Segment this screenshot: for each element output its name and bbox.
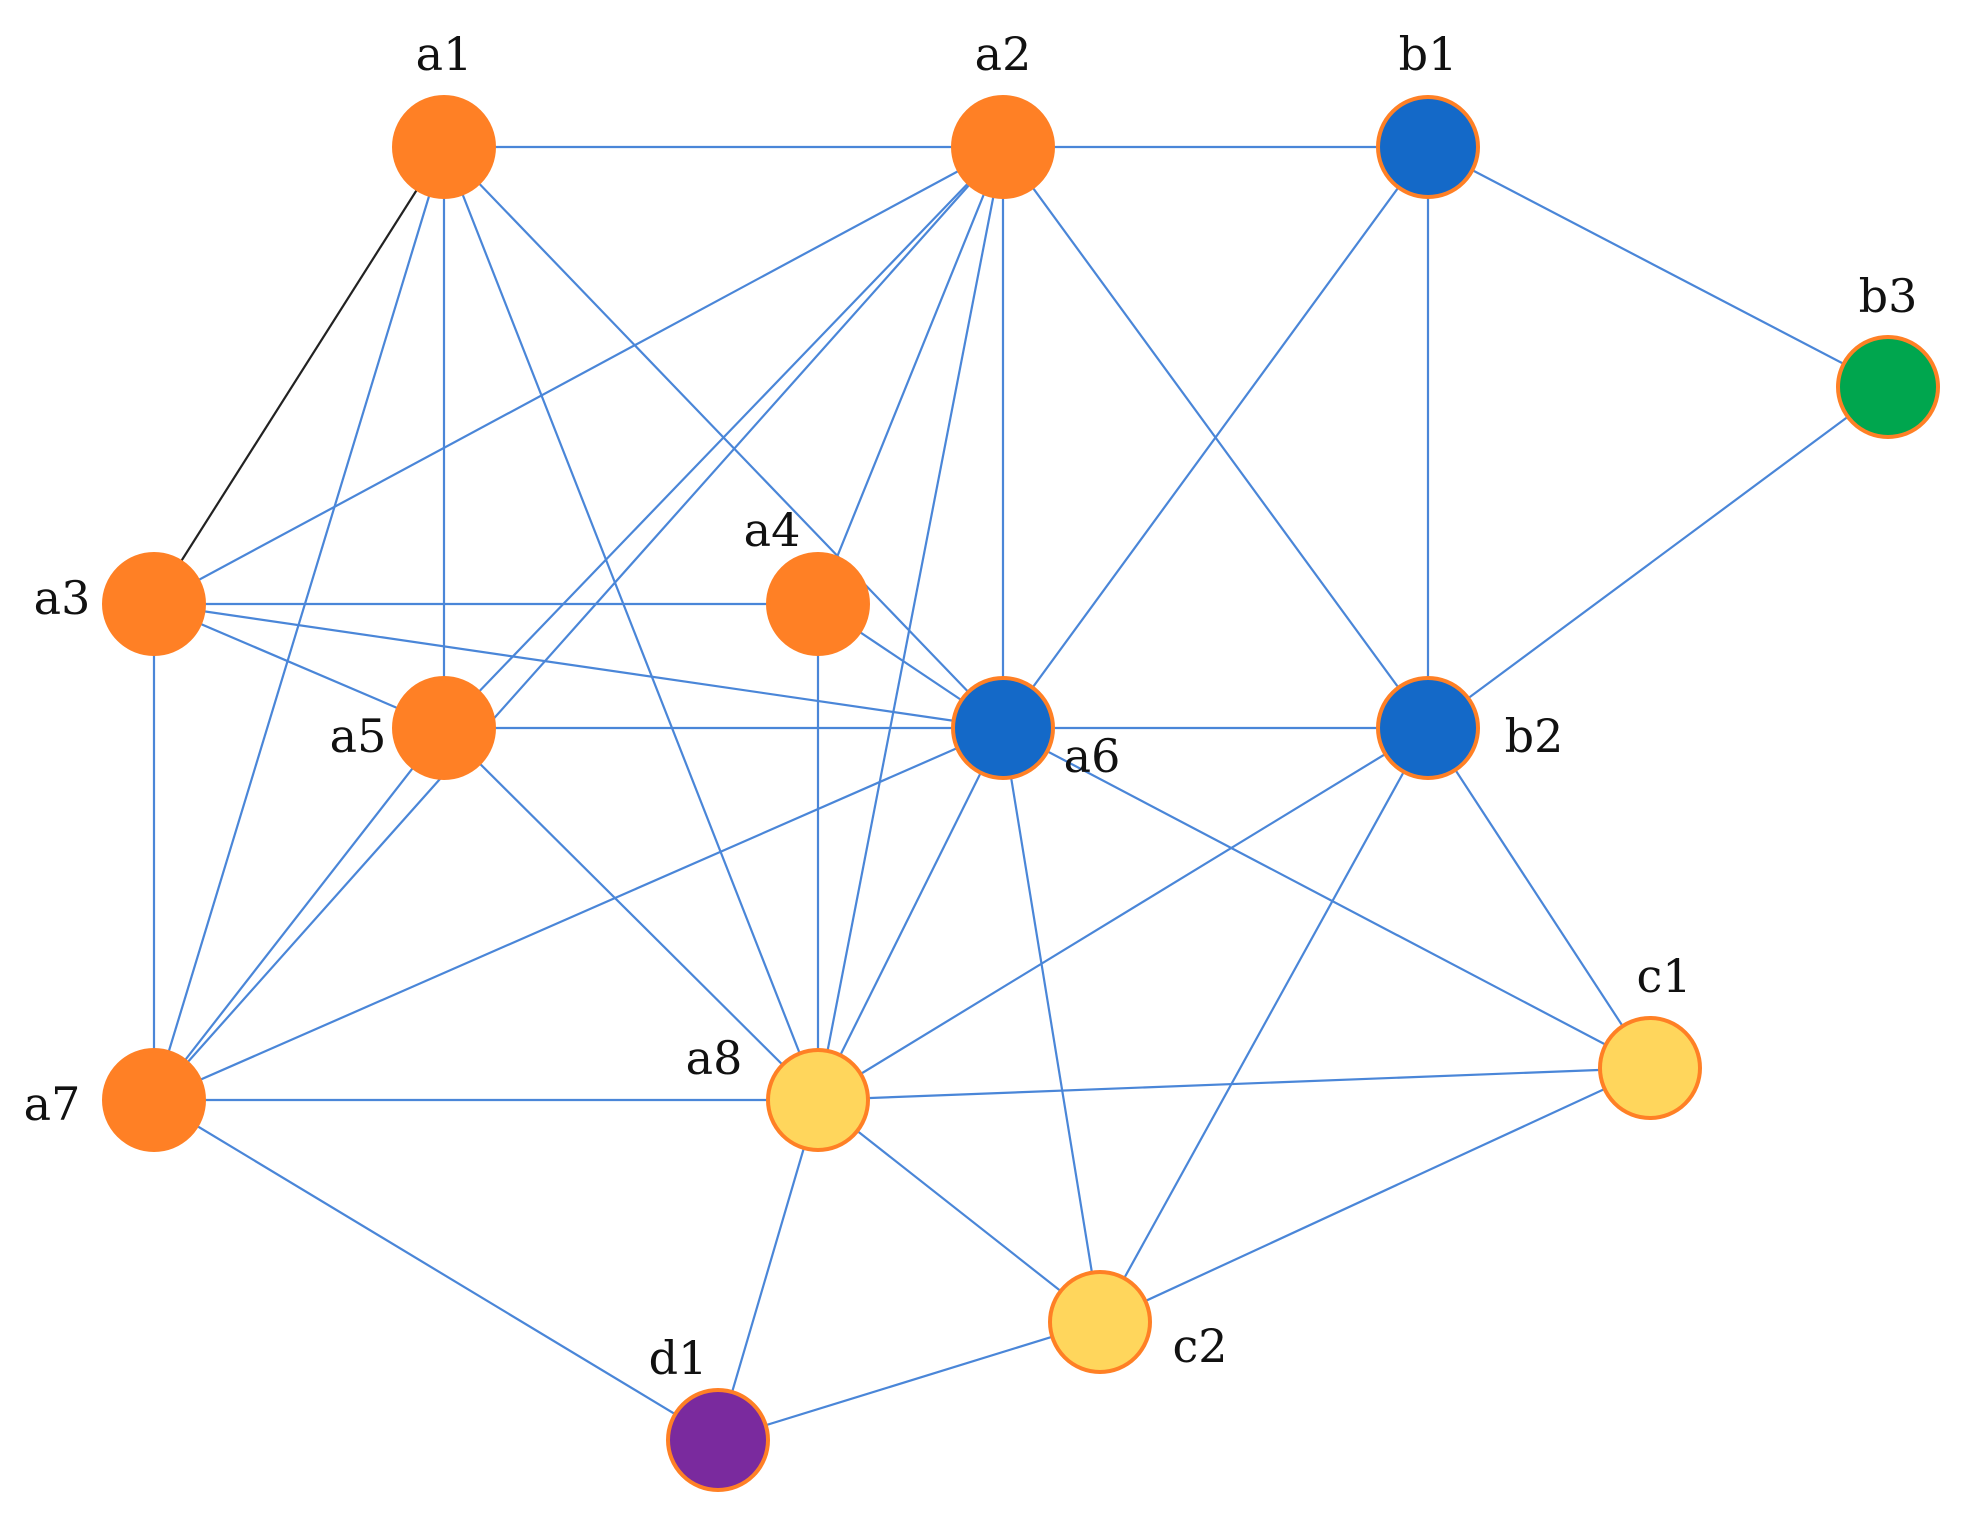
edge-a1-a3 — [153, 146, 445, 605]
node-label-a5: a5 — [330, 709, 387, 763]
node-a4 — [766, 552, 870, 656]
node-label-d1: d1 — [649, 1331, 708, 1385]
edge-b2-c2 — [1099, 727, 1429, 1323]
edge-c1-c2 — [1099, 1067, 1651, 1323]
node-a7 — [102, 1048, 206, 1152]
node-label-a8: a8 — [686, 1031, 743, 1085]
edge-a5-a7 — [153, 727, 445, 1101]
node-b2 — [1376, 676, 1480, 780]
edge-a6-a7 — [153, 726, 1004, 1102]
edge-a6-c2 — [1001, 727, 1102, 1323]
edge-b3-b2 — [1427, 386, 1889, 729]
node-a8 — [766, 1048, 870, 1152]
edge-c2-d1 — [717, 1320, 1101, 1442]
node-label-c2: c2 — [1172, 1319, 1227, 1373]
node-label-a7: a7 — [24, 1077, 81, 1131]
edge-a2-b2 — [1002, 146, 1429, 729]
node-label-a3: a3 — [34, 571, 91, 625]
node-label-c1: c1 — [1636, 949, 1691, 1003]
node-a2 — [951, 95, 1055, 199]
nodes-layer — [102, 95, 1940, 1492]
edge-a2-a8 — [816, 146, 1005, 1101]
edge-a2-a4 — [816, 146, 1005, 605]
node-label-a1: a1 — [416, 27, 473, 81]
labels-layer: a1 a2 b1 b3 a3 a4 a5 a6 b2 c1 a7 a8 c2 d1 — [24, 27, 1918, 1385]
node-b3 — [1836, 335, 1940, 439]
node-a3 — [102, 552, 206, 656]
node-a1 — [392, 95, 496, 199]
node-c1 — [1598, 1016, 1702, 1120]
node-label-b1: b1 — [1399, 27, 1458, 81]
node-a6 — [951, 676, 1055, 780]
node-c2 — [1048, 1270, 1152, 1374]
node-a5 — [392, 676, 496, 780]
edge-a1-a7 — [152, 146, 446, 1101]
edge-a8-c1 — [817, 1066, 1651, 1102]
edge-a2-a7 — [153, 146, 1004, 1101]
node-label-a4: a4 — [744, 503, 801, 557]
edge-a6-c1 — [1002, 727, 1651, 1069]
edge-a1-a8 — [442, 146, 820, 1101]
edge-a3-a6 — [153, 602, 1004, 730]
edge-a8-d1 — [716, 1099, 820, 1441]
node-label-b3: b3 — [1859, 269, 1918, 323]
edge-a5-a8 — [443, 727, 819, 1101]
node-d1 — [666, 1388, 770, 1492]
edge-a8-c2 — [817, 1099, 1101, 1323]
node-label-a6: a6 — [1064, 729, 1121, 783]
edge-a7-d1 — [153, 1099, 719, 1441]
edge-a3-a5 — [153, 602, 445, 730]
edges-layer — [152, 145, 1889, 1442]
edge-a2-a3 — [153, 146, 1004, 605]
edge-b2-a8 — [817, 727, 1429, 1101]
node-label-b2: b2 — [1505, 709, 1564, 763]
node-b1 — [1376, 95, 1480, 199]
edge-b2-c1 — [1427, 727, 1651, 1069]
edge-b1-b3 — [1427, 146, 1889, 388]
edge-a6-a8 — [817, 727, 1004, 1101]
node-label-a2: a2 — [975, 27, 1032, 81]
edge-a2-a5 — [443, 146, 1004, 729]
